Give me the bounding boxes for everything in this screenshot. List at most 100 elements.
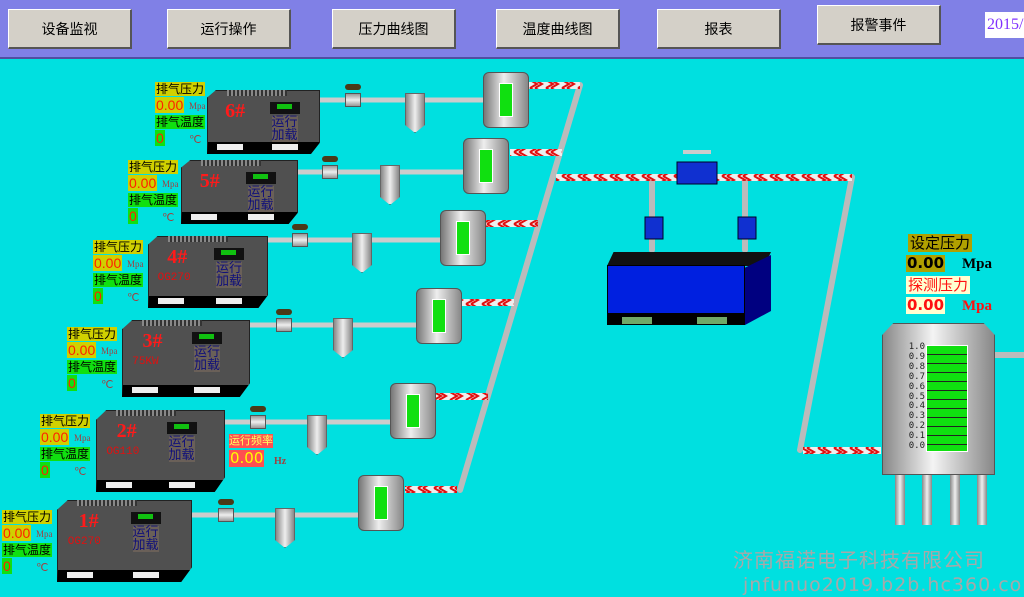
pressure-value: 0.00: [155, 97, 185, 113]
gauge-tick-label: 1.0: [908, 342, 925, 352]
status-loaded: 加载: [271, 128, 298, 143]
temperature-unit: ℃: [127, 292, 140, 304]
temperature-value: 0: [40, 462, 50, 478]
status-loaded: 加载: [247, 198, 274, 213]
status-light-icon: [269, 102, 300, 114]
main-valve-icon: [676, 161, 718, 185]
compressor-status: 运行加载: [271, 115, 298, 143]
outlet-valve-icon[interactable]: [218, 499, 234, 522]
status-running: 运行: [132, 525, 159, 540]
pressure-value: 0.00: [93, 255, 123, 271]
temperature-value: 0: [93, 288, 103, 304]
set-pressure-unit: Mpa: [962, 256, 992, 272]
pressure-label: 排气压力: [155, 82, 206, 96]
temperature-unit: ℃: [36, 562, 49, 574]
temperature-value: 0: [155, 130, 165, 146]
frequency-label: 运行频率: [229, 434, 273, 448]
gauge-tick-label: 0.5: [908, 391, 925, 402]
pressure-unit: Mpa: [74, 433, 91, 443]
outlet-valve-icon[interactable]: [322, 156, 338, 179]
status-loaded: 加载: [194, 358, 221, 373]
compressor-number: 1#: [78, 510, 99, 532]
nav-pressure-curve-button[interactable]: 压力曲线图: [332, 9, 456, 49]
compressor-status: 运行加载: [216, 262, 242, 288]
compressor-model: OG270: [157, 272, 191, 284]
pressure-unit: Mpa: [101, 346, 118, 356]
nav-report-button[interactable]: 报表: [657, 9, 781, 49]
status-running: 运行: [271, 115, 298, 130]
pressure-label: 排气压力: [67, 327, 118, 341]
detect-pressure-value: 0.00: [906, 296, 946, 314]
status-loaded: 加载: [216, 274, 243, 289]
compressor-status: 运行加载: [168, 435, 195, 463]
set-pressure-value[interactable]: 0.00: [906, 254, 946, 272]
temperature-unit: ℃: [101, 379, 114, 391]
temperature-unit: ℃: [189, 134, 202, 146]
status-light-icon: [192, 332, 222, 344]
nav-alarm-events-button[interactable]: 报警事件: [817, 5, 941, 45]
air-tank-icon: [390, 383, 436, 439]
pressure-unit: Mpa: [36, 529, 53, 539]
pressure-label: 排气压力: [2, 510, 53, 524]
air-tank-icon: [358, 475, 404, 531]
temperature-label: 排气温度: [2, 543, 53, 557]
compressor-model: OG110: [106, 446, 140, 458]
gauge-tick-label: 0.2: [908, 421, 925, 432]
set-pressure-label: 设定压力: [908, 234, 973, 252]
air-tank-icon: [463, 138, 509, 194]
compressor-number: 5#: [199, 170, 220, 192]
pressure-label: 排气压力: [128, 160, 179, 174]
status-loaded: 加载: [132, 538, 159, 553]
temperature-label: 排气温度: [67, 360, 118, 374]
filter-icon: [352, 233, 372, 273]
air-tank-icon: [483, 72, 529, 128]
compressor-number: 3#: [142, 330, 163, 352]
filter-icon: [333, 318, 353, 358]
pressure-unit: Mpa: [162, 179, 179, 189]
temperature-unit: ℃: [74, 466, 87, 478]
nav-temperature-curve-button[interactable]: 温度曲线图: [496, 9, 620, 49]
temperature-label: 排气温度: [93, 273, 144, 287]
status-light-icon: [166, 422, 197, 434]
status-running: 运行: [168, 435, 195, 450]
detect-pressure-label: 探测压力: [906, 276, 971, 294]
compressor-number: 4#: [167, 246, 188, 268]
pressure-value: 0.00: [67, 342, 97, 358]
temperature-label: 排气温度: [40, 447, 91, 461]
pressure-level-gauge: [926, 345, 968, 452]
gauge-tick-label: 0.3: [908, 411, 925, 422]
compressor-number: 2#: [116, 420, 137, 442]
watermark-company: 济南福诺电子科技有限公司: [733, 548, 985, 572]
air-tank-icon: [416, 288, 462, 344]
pressure-unit: Mpa: [127, 259, 144, 269]
gauge-tick-label: 0.6: [908, 381, 925, 392]
outlet-valve-icon[interactable]: [250, 406, 266, 429]
temperature-unit: ℃: [162, 212, 175, 224]
outlet-valve-icon[interactable]: [292, 224, 308, 247]
status-running: 运行: [247, 185, 274, 200]
gauge-tick-label: 0.9: [908, 351, 925, 362]
compressor-status: 运行加载: [247, 185, 274, 213]
date-display: 2015/1: [985, 12, 1024, 38]
status-running: 运行: [194, 345, 221, 360]
gauge-tick-label: 0.1: [908, 431, 925, 442]
outlet-valve-icon[interactable]: [345, 84, 361, 107]
gauge-tick-label: 0.8: [908, 361, 925, 372]
temperature-label: 排气温度: [155, 115, 206, 129]
gauge-tick-label: 0.7: [908, 371, 925, 382]
temperature-value: 0: [2, 558, 12, 574]
status-loaded: 加载: [168, 448, 195, 463]
pressure-value: 0.00: [40, 429, 70, 445]
compressor-status: 运行加载: [132, 525, 159, 553]
nav-operation-button[interactable]: 运行操作: [167, 9, 291, 49]
outlet-valve-icon[interactable]: [276, 309, 292, 332]
frequency-value: 0.00: [229, 449, 265, 467]
compressor-model: OG270: [67, 536, 101, 548]
watermark-url: jnfunuo2019.b2b.hc360.com: [743, 574, 1024, 596]
temperature-value: 0: [67, 375, 77, 391]
nav-device-monitor-button[interactable]: 设备监视: [8, 9, 132, 49]
temperature-label: 排气温度: [128, 193, 179, 207]
pressure-label: 排气压力: [93, 240, 144, 254]
status-light-icon: [245, 172, 276, 184]
compressor-number: 6#: [225, 100, 246, 122]
